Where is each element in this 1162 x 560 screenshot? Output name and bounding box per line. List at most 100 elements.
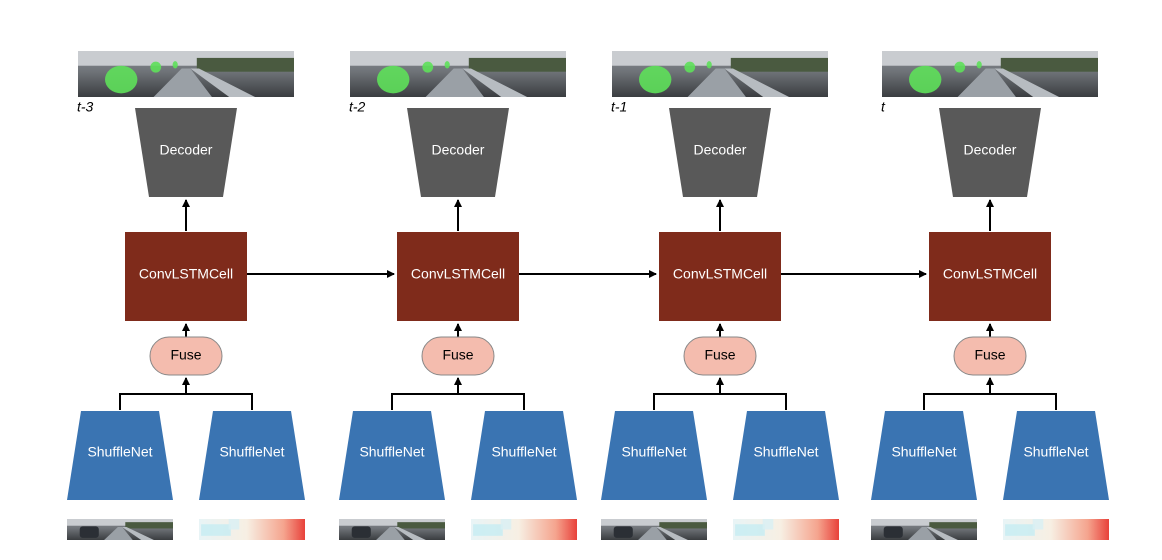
shufflenet-rgb-label: ShuffleNet <box>621 444 686 460</box>
road-shoulder <box>926 526 958 540</box>
time-label: t-2 <box>349 99 366 115</box>
segmented-car-far <box>976 61 982 69</box>
treeline <box>1000 57 1098 72</box>
segmented-car <box>909 65 942 94</box>
output-segmentation-image <box>350 51 566 97</box>
flow-region <box>201 524 231 536</box>
fuse-label: Fuse <box>704 347 735 363</box>
output-segmentation-image <box>882 51 1098 97</box>
input-rgb-image <box>339 519 445 540</box>
input-rgb-image <box>67 519 173 540</box>
decoder-label: Decoder <box>694 142 747 158</box>
road-shoulder <box>462 68 528 97</box>
convlstm-label: ConvLSTMCell <box>411 266 505 282</box>
fuse-block <box>683 336 757 376</box>
treeline <box>659 522 707 529</box>
lane-marking <box>957 68 1016 97</box>
flow-region <box>473 524 503 536</box>
decoder-label: Decoder <box>432 142 485 158</box>
fuse-label: Fuse <box>170 347 201 363</box>
shufflenet-flow-label: ShuffleNet <box>753 444 818 460</box>
convlstm-cell-block <box>929 232 1051 321</box>
treeline <box>125 522 173 529</box>
segmented-car-far <box>706 61 712 69</box>
shufflenet-rgb-label: ShuffleNet <box>87 444 152 460</box>
lane-marking <box>638 526 667 540</box>
decoder-block <box>135 108 237 197</box>
flow-region <box>500 519 512 530</box>
input-optical-flow-image <box>471 519 577 540</box>
input-rgb-image <box>871 519 977 540</box>
sky-band <box>871 519 977 526</box>
treeline <box>397 522 445 529</box>
output-segmentation-image <box>78 51 294 97</box>
dark-car <box>883 526 903 538</box>
fuse-block <box>149 336 223 376</box>
time-label: t-3 <box>77 99 94 115</box>
flow-region <box>735 524 765 536</box>
dark-car <box>613 526 633 538</box>
segmented-car <box>639 65 672 94</box>
convlstm-cell-block <box>659 232 781 321</box>
decoder-block <box>669 108 771 197</box>
road-shoulder <box>656 526 688 540</box>
flow-region <box>1032 519 1044 530</box>
decoder-label: Decoder <box>160 142 213 158</box>
input-optical-flow-image <box>1003 519 1109 540</box>
shufflenet-flow-encoder <box>471 411 577 500</box>
dark-car <box>79 526 99 538</box>
shufflenet-flow-encoder <box>1003 411 1109 500</box>
flow-region <box>228 519 240 530</box>
convlstm-label: ConvLSTMCell <box>673 266 767 282</box>
fuse-label: Fuse <box>442 347 473 363</box>
segmented-car-far <box>444 61 450 69</box>
segmented-car-far <box>422 61 434 73</box>
segmented-car <box>377 65 410 94</box>
shufflenet-flow-label: ShuffleNet <box>491 444 556 460</box>
input-optical-flow-image <box>733 519 839 540</box>
convlstm-cell-block <box>397 232 519 321</box>
shufflenet-flow-encoder <box>733 411 839 500</box>
treeline <box>730 57 828 72</box>
segmented-car-far <box>172 61 178 69</box>
shufflenet-rgb-label: ShuffleNet <box>891 444 956 460</box>
sky-band <box>67 519 173 526</box>
lane-marking <box>153 68 212 97</box>
road-shoulder <box>994 68 1060 97</box>
decoder-block <box>407 108 509 197</box>
shufflenet-flow-label: ShuffleNet <box>1023 444 1088 460</box>
road-shoulder <box>394 526 426 540</box>
lane-marking <box>687 68 746 97</box>
convlstm-cell-block <box>125 232 247 321</box>
shufflenet-rgb-encoder <box>339 411 445 500</box>
sky-band <box>601 519 707 526</box>
treeline <box>929 522 977 529</box>
decoder-block <box>939 108 1041 197</box>
time-label: t-1 <box>611 99 627 115</box>
shufflenet-rgb-encoder <box>601 411 707 500</box>
shufflenet-flow-label: ShuffleNet <box>219 444 284 460</box>
shufflenet-rgb-encoder <box>67 411 173 500</box>
road-shoulder <box>122 526 154 540</box>
shufflenet-rgb-encoder <box>871 411 977 500</box>
fuse-block <box>953 336 1027 376</box>
shufflenet-flow-encoder <box>199 411 305 500</box>
lane-marking <box>908 526 937 540</box>
dark-car <box>351 526 371 538</box>
sky-band <box>339 519 445 526</box>
input-optical-flow-image <box>199 519 305 540</box>
convlstm-label: ConvLSTMCell <box>943 266 1037 282</box>
time-label: t <box>881 99 886 115</box>
fuse-label: Fuse <box>974 347 1005 363</box>
lane-marking <box>104 526 133 540</box>
flow-region <box>762 519 774 530</box>
treeline <box>468 57 566 72</box>
segmented-car-far <box>684 61 696 73</box>
flow-region <box>1005 524 1035 536</box>
lane-marking <box>425 68 484 97</box>
segmented-car-far <box>954 61 966 73</box>
